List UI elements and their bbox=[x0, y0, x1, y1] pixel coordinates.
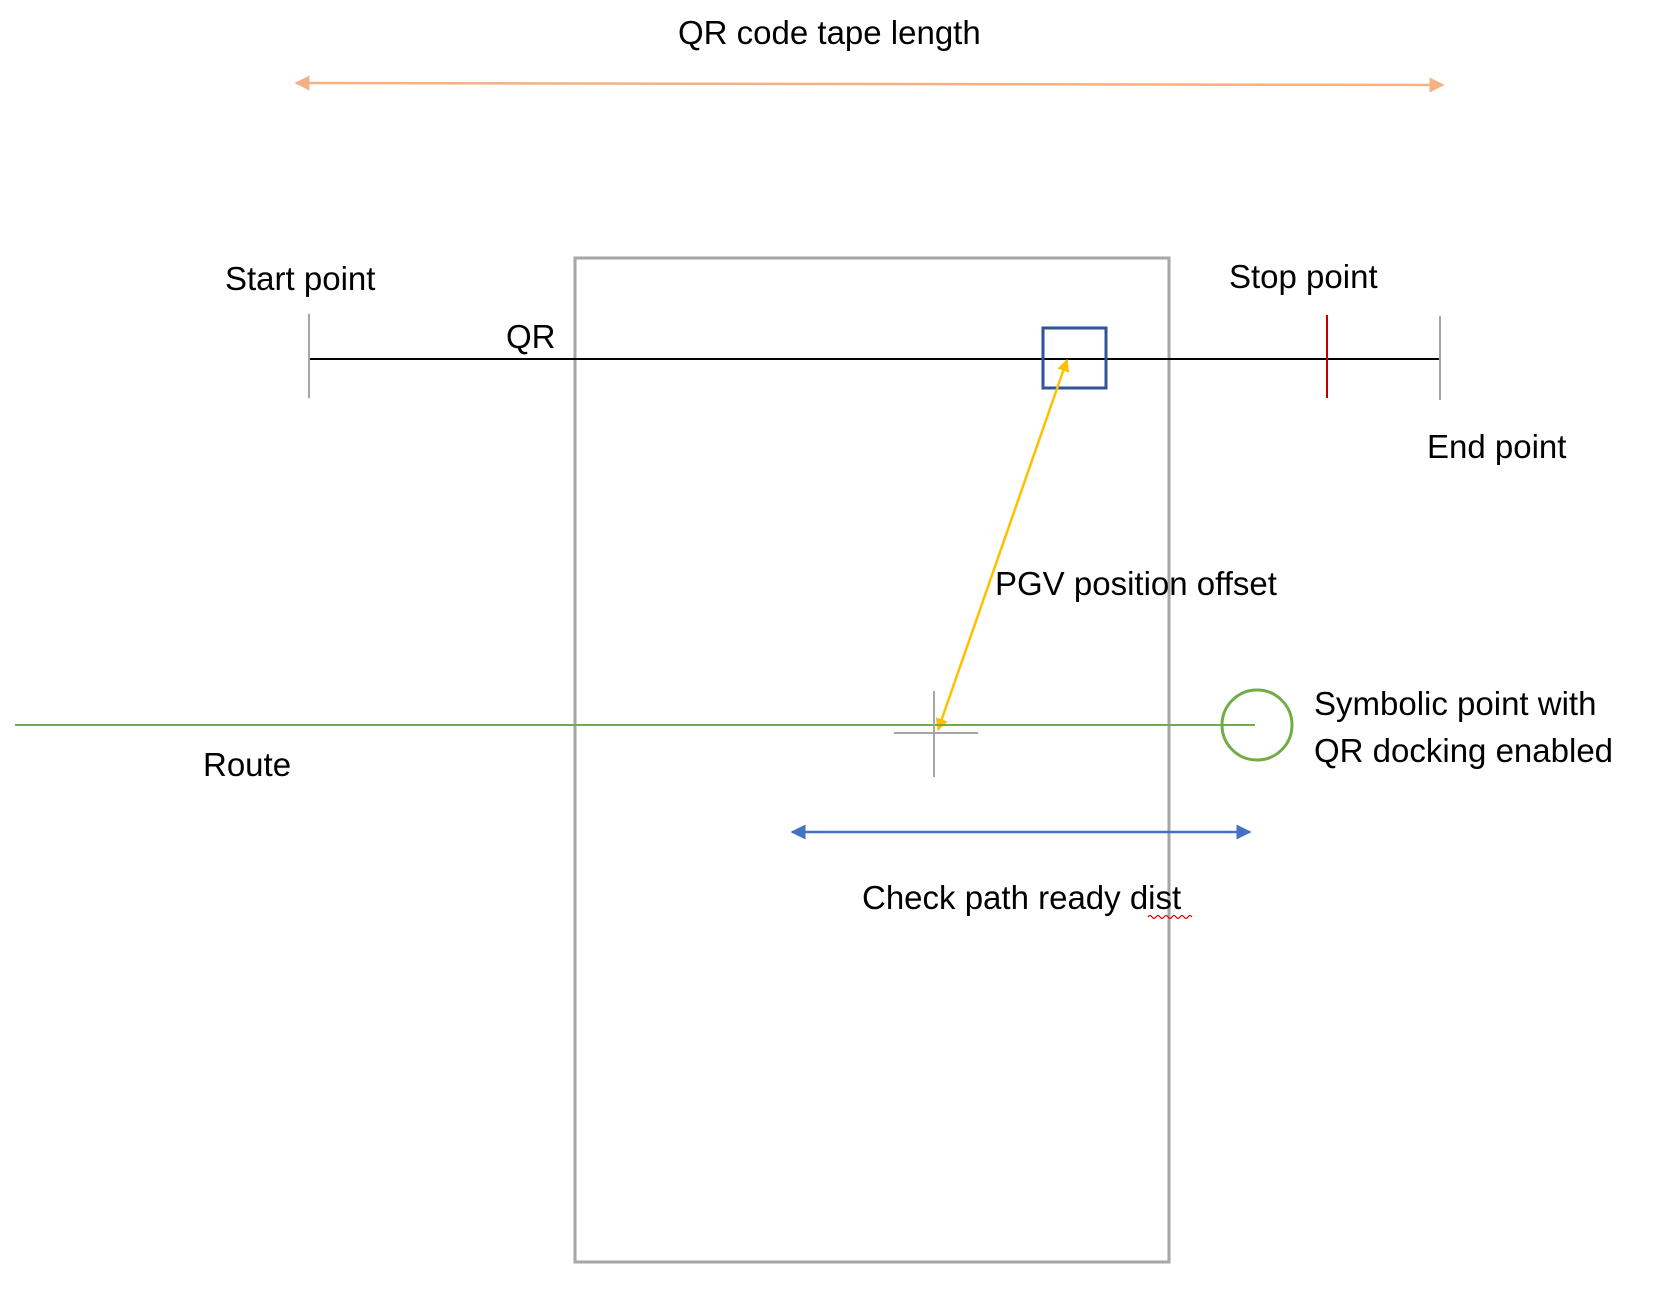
vehicle-outline bbox=[573, 256, 1171, 1264]
pgv-reader-square bbox=[1041, 326, 1108, 390]
tape-length-arrow bbox=[294, 75, 1445, 93]
stop-point-label: Stop point bbox=[1229, 258, 1378, 295]
pgv-offset-label: PGV position offset bbox=[995, 565, 1277, 602]
qr-label: QR bbox=[506, 318, 556, 355]
check-path-label: Check path ready dist bbox=[862, 879, 1181, 916]
symbolic-point-circle bbox=[1220, 688, 1294, 762]
symbolic-point-label-line1: Symbolic point with bbox=[1314, 685, 1596, 722]
pgv-offset-arrow bbox=[935, 358, 1070, 732]
vehicle-crosshair bbox=[894, 691, 978, 777]
symbolic-point-label-line2: QR docking enabled bbox=[1314, 732, 1613, 769]
start-point-label: Start point bbox=[225, 260, 375, 297]
end-point-label: End point bbox=[1427, 428, 1566, 465]
route-label: Route bbox=[203, 746, 291, 783]
spellcheck-underline bbox=[1147, 914, 1193, 920]
tape-length-label: QR code tape length bbox=[678, 14, 981, 51]
